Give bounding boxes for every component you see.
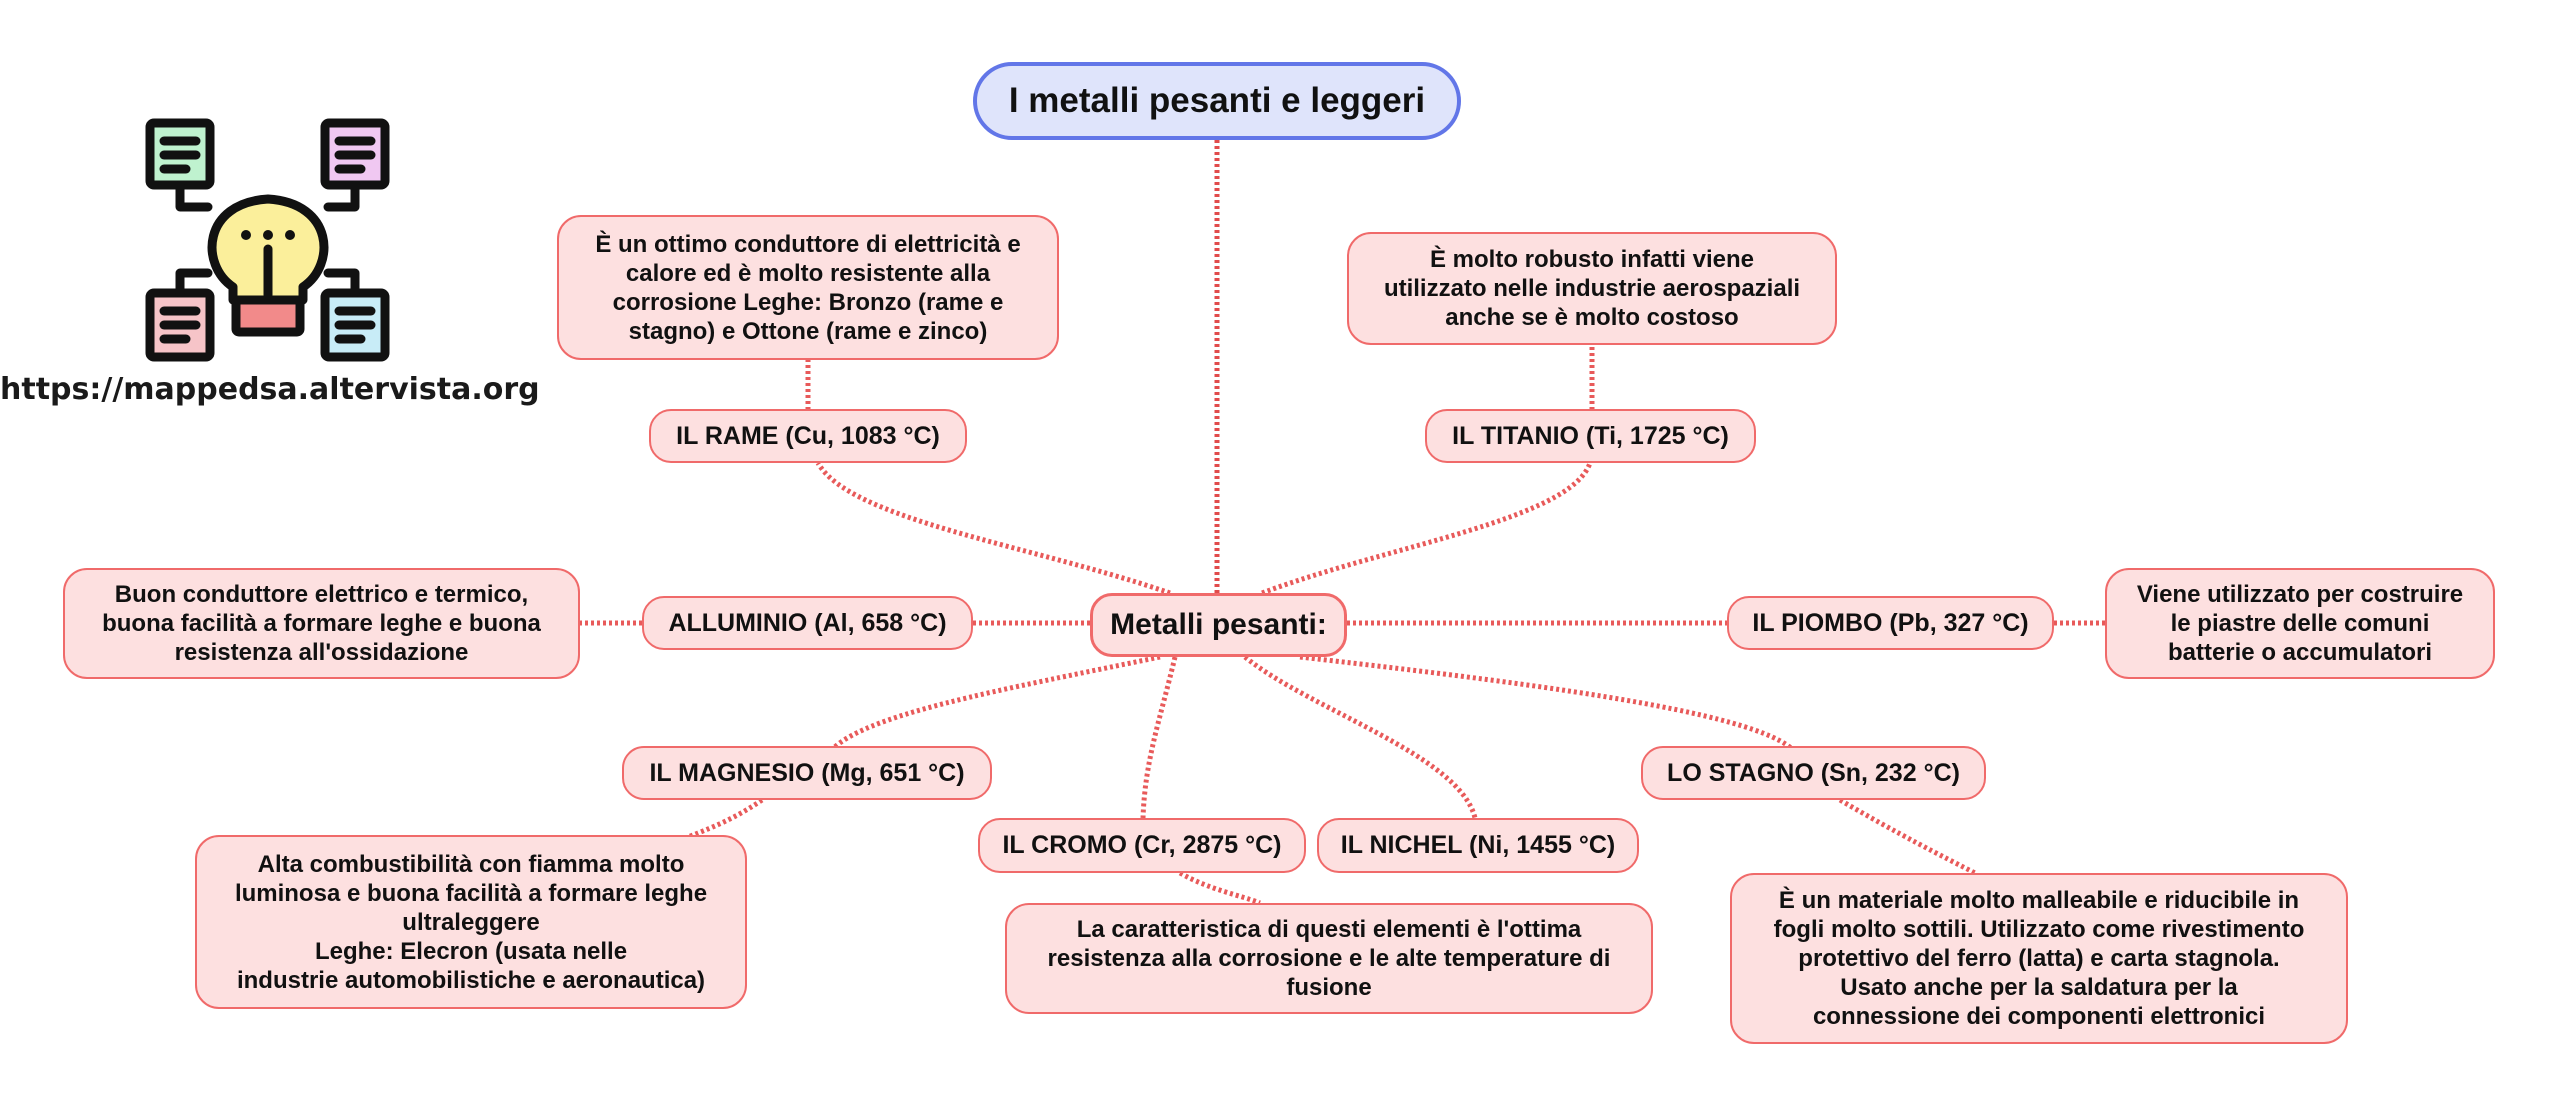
- stagno-desc-line: fogli molto sottili. Utilizzato come riv…: [1773, 916, 2305, 943]
- nichel-label: IL NICHEL (Ni, 1455 °C): [1340, 831, 1616, 859]
- stagno-desc-node[interactable]: È un materiale molto malleabile e riduci…: [1730, 873, 2348, 1044]
- rame-node[interactable]: IL RAME (Cu, 1083 °C): [649, 409, 967, 463]
- piombo-label: IL PIOMBO (Pb, 327 °C): [1752, 608, 2029, 637]
- stagno-desc-line: Usato anche per la saldatura per la: [1840, 974, 2238, 1001]
- titanio-desc-line: È molto robusto infatti viene: [1429, 246, 1754, 273]
- titanio-desc-node[interactable]: È molto robusto infatti viene utilizzato…: [1347, 232, 1837, 345]
- magnesio-desc-line: industrie automobilistiche e aeronautica…: [236, 966, 706, 994]
- alluminio-label: ALLUMINIO (Al, 658 °C): [668, 608, 947, 637]
- rame-desc-line: calore ed è molto resistente alla: [625, 259, 991, 287]
- link-center-nichel: [1243, 655, 1478, 819]
- rame-desc-line: stagno) e Ottone (rame e zinco): [628, 317, 988, 345]
- cromo-desc-line: resistenza alla corrosione e le alte tem…: [1047, 945, 1611, 972]
- link-center-titanio: [1261, 462, 1593, 596]
- titanio-node[interactable]: IL TITANIO (Ti, 1725 °C): [1425, 409, 1756, 463]
- link-cromo-desc: [1178, 870, 1261, 906]
- cromo-desc-line: La caratteristica di questi elementi è l…: [1076, 916, 1582, 943]
- site-url[interactable]: https://mappedsa.altervista.org: [0, 372, 540, 407]
- center-label: Metalli pesanti:: [1110, 608, 1327, 641]
- cromo-node[interactable]: IL CROMO (Cr, 2875 °C): [978, 818, 1306, 873]
- stagno-desc-line: connessione dei componenti elettronici: [1812, 1003, 2266, 1030]
- titanio-desc-line: utilizzato nelle industrie aerospaziali: [1383, 275, 1801, 302]
- stagno-label: LO STAGNO (Sn, 232 °C): [1667, 758, 1960, 787]
- link-center-rame: [815, 461, 1171, 596]
- magnesio-desc-line: luminosa e buona facilità a formare legh…: [234, 879, 708, 907]
- titanio-label: IL TITANIO (Ti, 1725 °C): [1452, 421, 1729, 450]
- link-stagno-desc: [1838, 797, 1977, 876]
- piombo-desc-node[interactable]: Viene utilizzato per costruire le piastr…: [2105, 568, 2495, 679]
- cromo-label: IL CROMO (Cr, 2875 °C): [1002, 831, 1282, 859]
- alluminio-desc-line: Buon conduttore elettrico e termico,: [114, 581, 529, 608]
- rame-label: IL RAME (Cu, 1083 °C): [676, 421, 940, 450]
- magnesio-desc-node[interactable]: Alta combustibilità con fiamma molto lum…: [195, 835, 747, 1009]
- magnesio-node[interactable]: IL MAGNESIO (Mg, 651 °C): [622, 746, 992, 800]
- root-title: I metalli pesanti e leggeri: [1008, 81, 1426, 120]
- stagno-desc-line: protettivo del ferro (latta) e carta sta…: [1798, 945, 2280, 972]
- lightbulb-mindmap-icon: [145, 118, 390, 362]
- rame-desc-line: È un ottimo conduttore di elettricità e: [595, 230, 1021, 258]
- alluminio-desc-node[interactable]: Buon conduttore elettrico e termico, buo…: [63, 568, 580, 679]
- cromo-desc-line: fusione: [1286, 974, 1372, 1001]
- root-title-node[interactable]: I metalli pesanti e leggeri: [973, 62, 1461, 140]
- piombo-desc-line: Viene utilizzato per costruire: [2136, 581, 2464, 608]
- link-center-stagno: [1299, 654, 1797, 754]
- alluminio-node[interactable]: ALLUMINIO (Al, 658 °C): [642, 596, 973, 650]
- magnesio-desc-line: Alta combustibilità con fiamma molto: [257, 850, 685, 878]
- piombo-desc-line: le piastre delle comuni: [2170, 610, 2430, 637]
- magnesio-desc-line: ultraleggere: [402, 908, 540, 936]
- cromo-desc-node[interactable]: La caratteristica di questi elementi è l…: [1005, 903, 1653, 1014]
- stagno-node[interactable]: LO STAGNO (Sn, 232 °C): [1641, 746, 1986, 800]
- alluminio-desc-line: buona facilità a formare leghe e buona: [102, 610, 541, 637]
- link-center-cromo: [1140, 656, 1178, 819]
- alluminio-desc-line: resistenza all'ossidazione: [174, 639, 469, 666]
- rame-desc-line: corrosione Leghe: Bronzo (rame e: [612, 288, 1004, 316]
- titanio-desc-line: anche se è molto costoso: [1445, 304, 1739, 331]
- link-magnesio-desc: [684, 797, 764, 841]
- piombo-node[interactable]: IL PIOMBO (Pb, 327 °C): [1727, 596, 2054, 650]
- center-node[interactable]: Metalli pesanti:: [1090, 593, 1347, 657]
- magnesio-label: IL MAGNESIO (Mg, 651 °C): [649, 758, 965, 787]
- magnesio-desc-line: Leghe: Elecron (usata nelle: [314, 937, 628, 965]
- link-center-magnesio: [828, 654, 1161, 754]
- rame-desc-node[interactable]: È un ottimo conduttore di elettricità e …: [557, 215, 1059, 360]
- piombo-desc-line: batterie o accumulatori: [2167, 639, 2433, 666]
- nichel-node[interactable]: IL NICHEL (Ni, 1455 °C): [1317, 818, 1639, 873]
- stagno-desc-line: È un materiale molto malleabile e riduci…: [1778, 887, 2300, 914]
